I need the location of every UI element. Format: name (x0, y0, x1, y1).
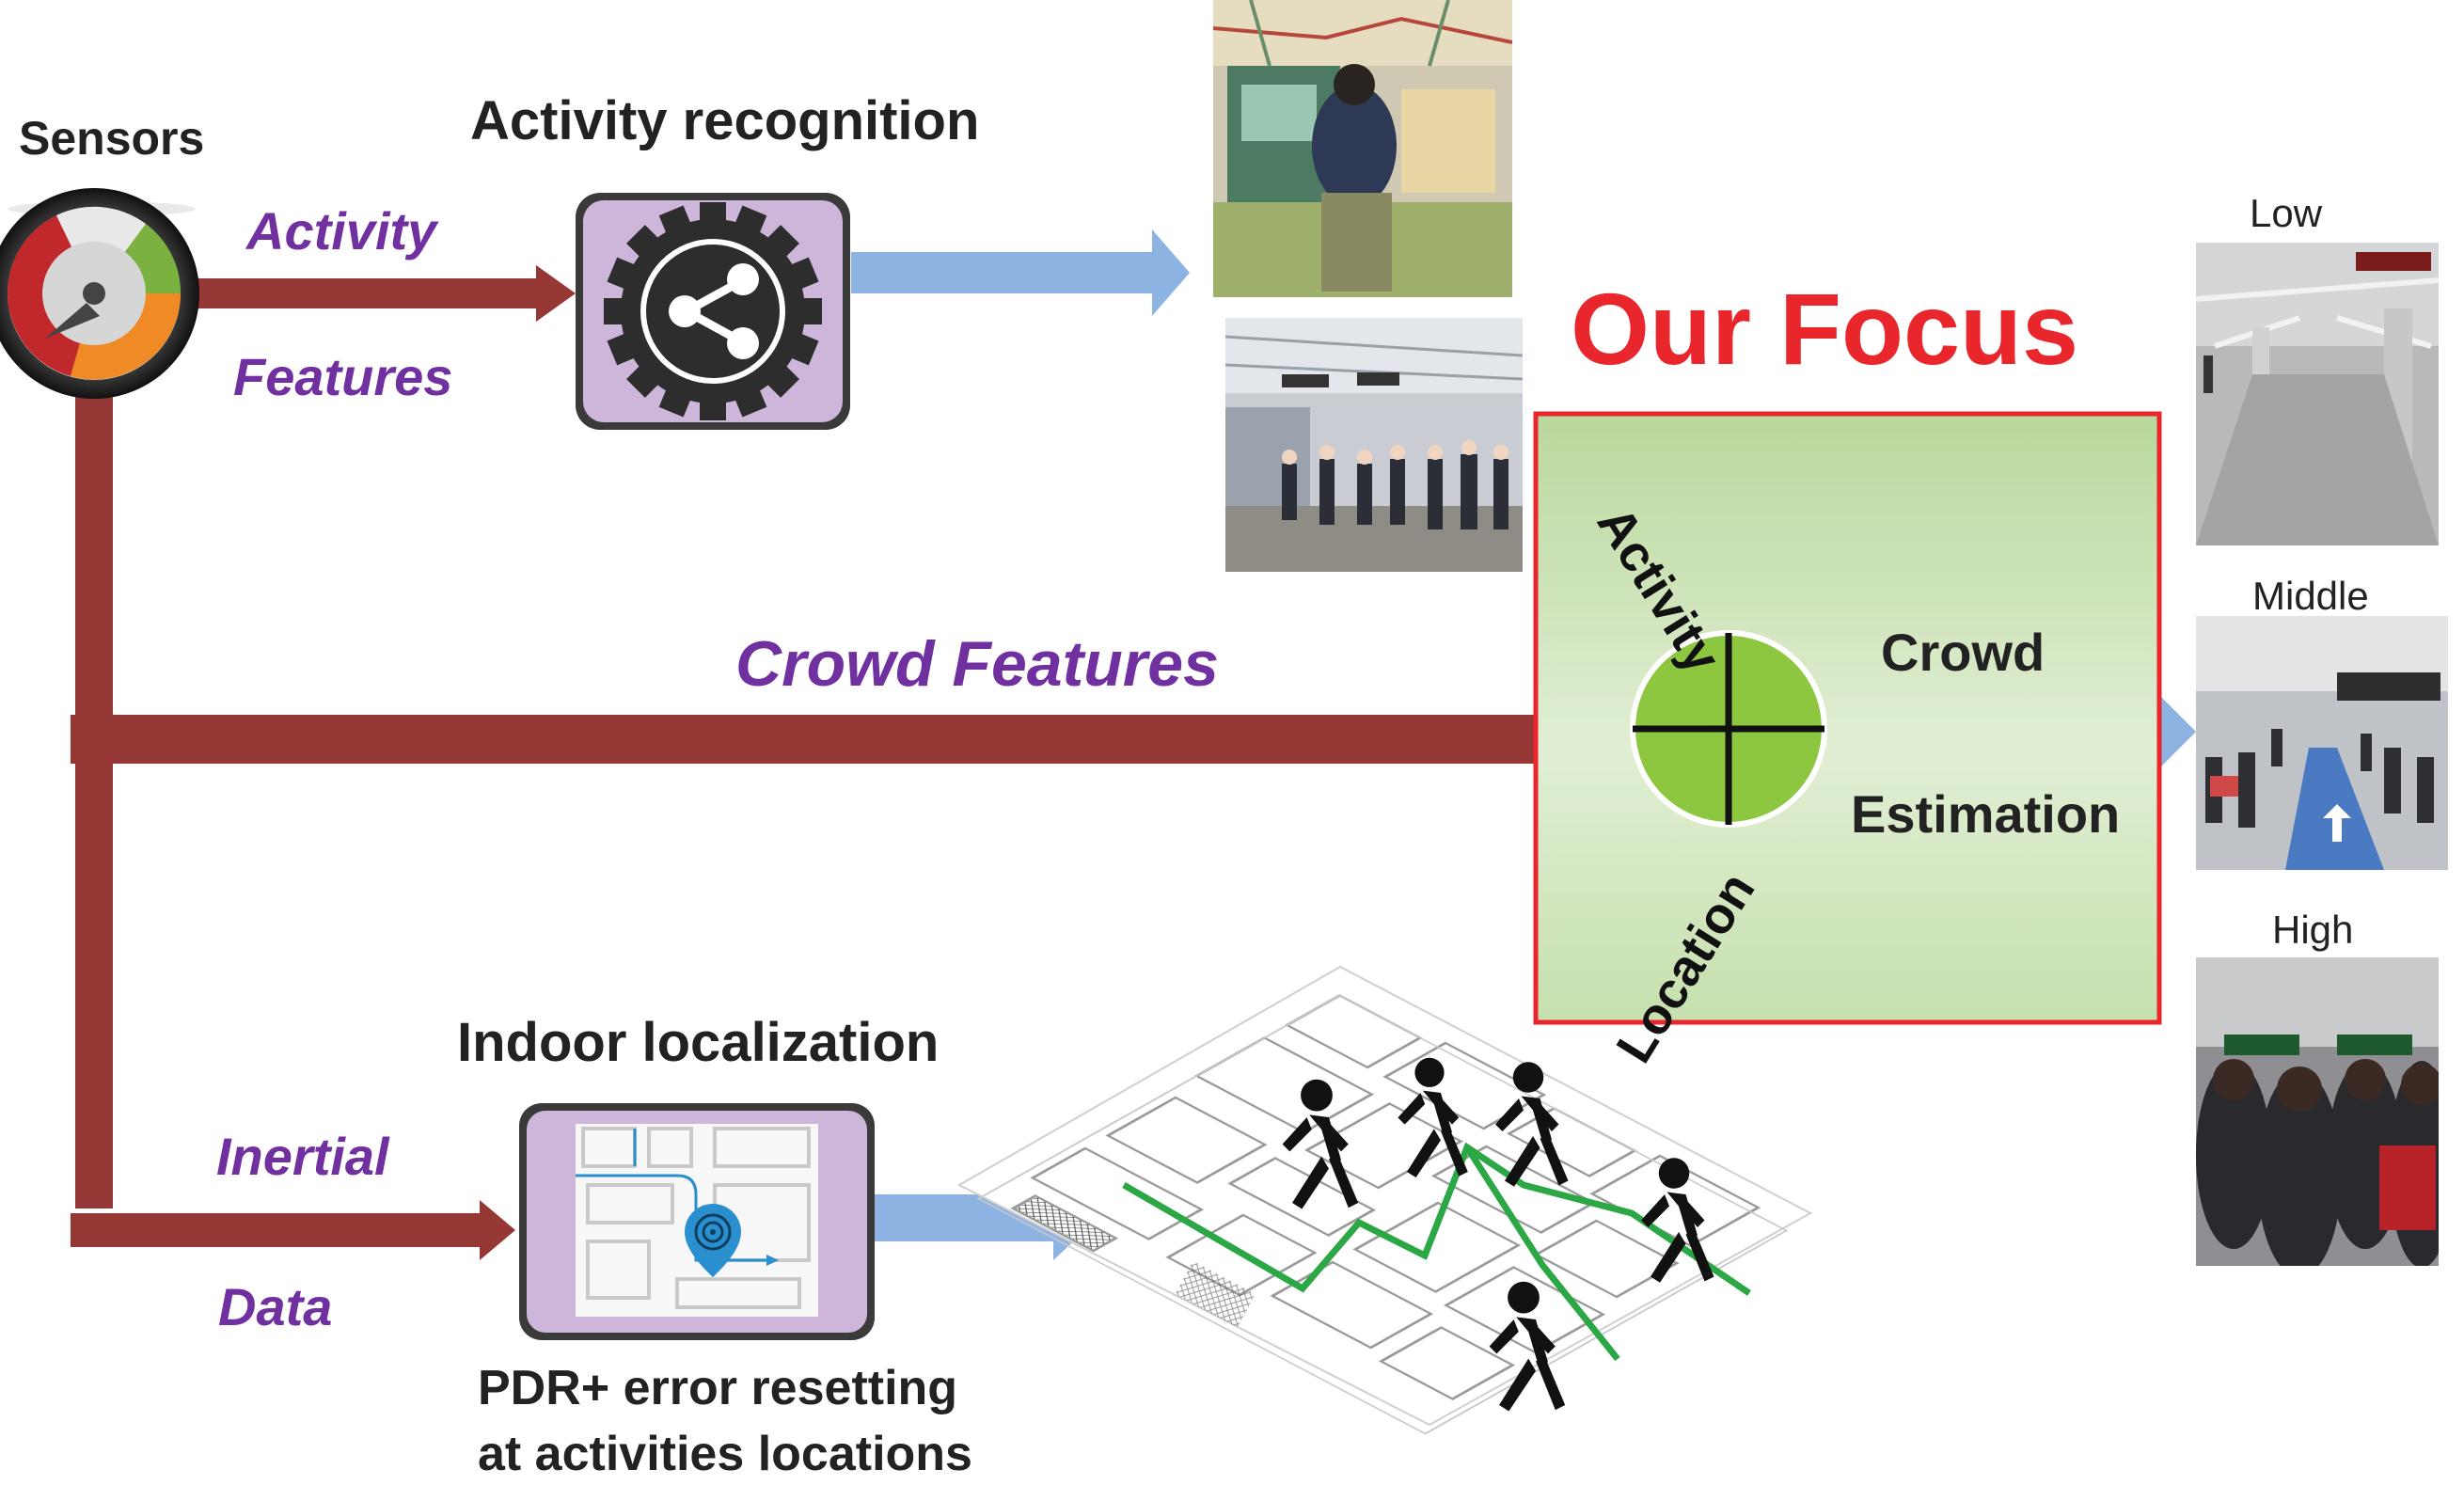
plus-icon (1630, 630, 1827, 828)
walking-person-icon (1282, 1079, 1359, 1209)
photo-crowd-high (2196, 957, 2439, 1266)
pdr-label-line-2: at activities locations (478, 1427, 972, 1481)
inertial-label: Inertial (216, 1127, 389, 1186)
walking-person-icon (1495, 1062, 1569, 1187)
activity-recognition-title: Activity recognition (470, 90, 980, 151)
data-label: Data (218, 1277, 333, 1336)
photo-crowd-middle (2196, 616, 2448, 870)
activity-features-label-2: Features (233, 347, 453, 406)
map-pin-icon (519, 1103, 875, 1340)
gauge-icon (0, 188, 199, 399)
sensors-label: Sensors (19, 112, 205, 165)
walking-path (1122, 1142, 1751, 1296)
walking-path-2 (1464, 1145, 1620, 1362)
arrow-to-indoor-localization (71, 1200, 515, 1260)
our-focus-title: Our Focus (1571, 272, 2079, 386)
activity-features-label-1: Activity (246, 201, 437, 261)
level-high-label: High (2272, 908, 2354, 952)
photo-crowd-low (2196, 243, 2439, 545)
arrow-crowd-features (71, 692, 1632, 781)
level-low-label: Low (2250, 191, 2323, 235)
photo-platform-queue (1225, 318, 1523, 572)
arrow-to-activity-photos (851, 229, 1190, 316)
indoor-localization-title: Indoor localization (457, 1012, 940, 1073)
walking-person-icon (1641, 1158, 1714, 1283)
crowd-label: Crowd (1881, 623, 2045, 682)
estimation-label: Estimation (1851, 784, 2121, 844)
photo-ticket-machine (1213, 0, 1512, 297)
indoor-floor-map (956, 965, 1813, 1435)
walking-person-icon (1489, 1281, 1566, 1412)
pdr-label-line-1: PDR+ error resetting (478, 1361, 958, 1415)
walking-person-icon (1398, 1057, 1468, 1177)
arrow-to-activity-recognition (183, 265, 576, 322)
crowd-features-label: Crowd Features (735, 628, 1219, 700)
arrow-trunk-vertical (75, 395, 113, 1209)
share-gear-icon (576, 193, 850, 430)
level-middle-label: Middle (2252, 574, 2369, 618)
